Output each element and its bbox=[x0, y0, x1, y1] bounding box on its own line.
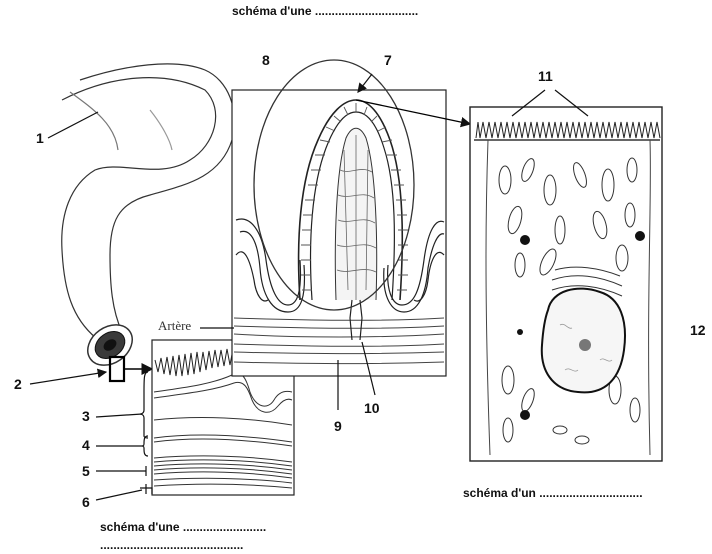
leader-6 bbox=[96, 490, 142, 500]
caption-bottom-dots: ........................................… bbox=[100, 538, 243, 552]
nucleus bbox=[542, 289, 625, 393]
label-7: 7 bbox=[384, 52, 392, 68]
caption-top: schéma d'une ...........................… bbox=[232, 4, 418, 18]
caption-bottom: schéma d'une ......................... bbox=[100, 520, 266, 534]
brackets bbox=[140, 372, 152, 494]
leader-2 bbox=[30, 372, 106, 384]
label-1: 1 bbox=[36, 130, 44, 146]
label-10: 10 bbox=[364, 400, 380, 416]
label-artere: Artère bbox=[158, 318, 191, 334]
label-11: 11 bbox=[538, 68, 553, 84]
label-5: 5 bbox=[82, 463, 90, 479]
leader-7 bbox=[358, 74, 372, 92]
leader-1 bbox=[48, 112, 98, 138]
intestine-tube bbox=[62, 64, 235, 338]
label-2: 2 bbox=[14, 376, 22, 392]
label-6: 6 bbox=[82, 494, 90, 510]
label-3: 3 bbox=[82, 408, 90, 424]
caption-right: schéma d'un ............................… bbox=[463, 486, 643, 500]
leader-3 bbox=[96, 414, 142, 417]
cell-panel bbox=[470, 107, 662, 461]
label-4: 4 bbox=[82, 437, 90, 453]
label-8: 8 bbox=[262, 52, 270, 68]
label-12: 12 bbox=[690, 322, 706, 338]
label-9: 9 bbox=[334, 418, 342, 434]
